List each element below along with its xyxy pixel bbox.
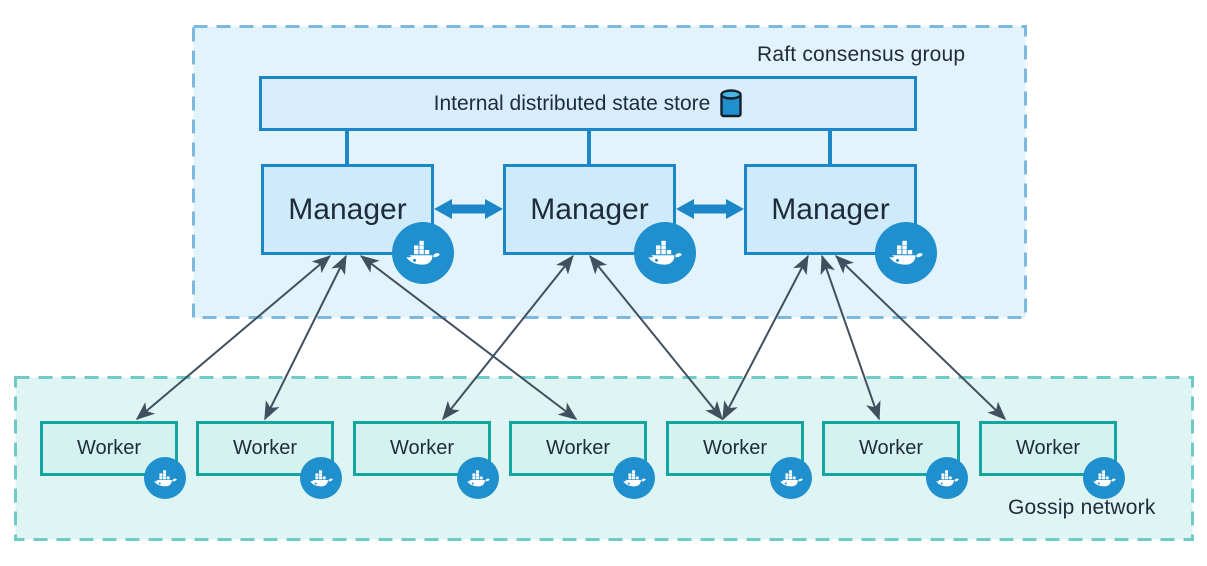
worker-1-label: Worker bbox=[76, 437, 142, 459]
link-manager2-worker5 bbox=[589, 255, 724, 421]
docker-whale-icon bbox=[770, 457, 812, 499]
worker-7-label: Worker bbox=[1015, 437, 1081, 459]
docker-whale-icon bbox=[875, 222, 937, 284]
docker-whale-icon bbox=[1083, 457, 1125, 499]
manager-1-label: Manager bbox=[288, 192, 407, 226]
link-manager1-worker2 bbox=[264, 254, 347, 421]
link-manager1-worker1 bbox=[135, 255, 331, 421]
worker-4-label: Worker bbox=[545, 437, 611, 459]
database-icon bbox=[720, 88, 743, 119]
docker-whale-icon bbox=[144, 457, 186, 499]
worker-node-5[interactable]: Worker bbox=[666, 421, 804, 476]
link-manager3-worker5 bbox=[722, 254, 809, 421]
manager-2-manager-3-arrow bbox=[676, 199, 744, 219]
worker-3-label: Worker bbox=[389, 437, 455, 459]
docker-whale-icon bbox=[457, 457, 499, 499]
docker-whale-icon bbox=[613, 457, 655, 499]
docker-whale-icon bbox=[634, 222, 696, 284]
docker-whale-icon bbox=[926, 457, 968, 499]
worker-2-label: Worker bbox=[232, 437, 298, 459]
link-manager1-worker4 bbox=[360, 255, 578, 420]
docker-whale-icon bbox=[392, 222, 454, 284]
raft-consensus-group-label: Raft consensus group bbox=[757, 43, 966, 66]
state-store-label: Internal distributed state store bbox=[433, 91, 711, 115]
docker-whale-icon bbox=[300, 457, 342, 499]
link-manager2-worker3 bbox=[442, 255, 574, 421]
manager-1-manager-2-arrow bbox=[434, 199, 503, 219]
worker-5-label: Worker bbox=[702, 437, 768, 459]
manager-2-label: Manager bbox=[530, 192, 649, 226]
gossip-network-group-label: Gossip network bbox=[1008, 496, 1156, 519]
worker-6-label: Worker bbox=[858, 437, 924, 459]
link-manager3-worker7 bbox=[835, 255, 1007, 421]
link-manager3-worker6 bbox=[820, 254, 881, 421]
manager-3-label: Manager bbox=[771, 192, 890, 226]
internal-distributed-state-store-box[interactable]: Internal distributed state store bbox=[259, 76, 917, 131]
